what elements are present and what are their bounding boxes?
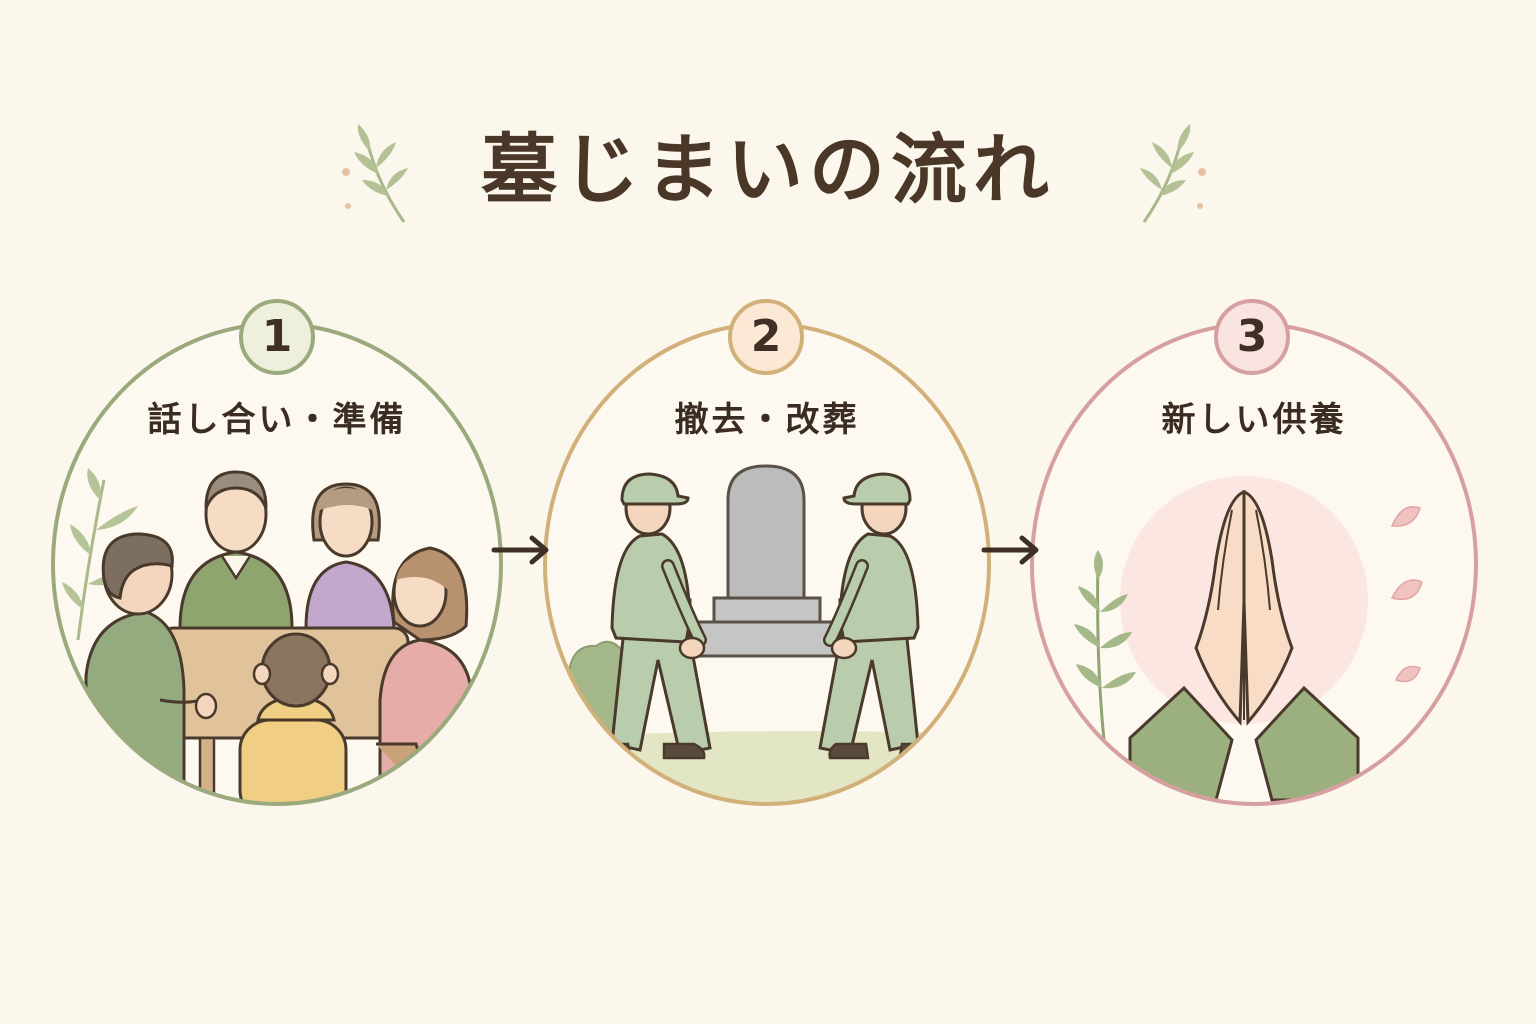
step-3-label: 新しい供養 [1161,400,1347,440]
title-row: 墓じまいの流れ [0,112,1536,232]
page-title: 墓じまいの流れ [481,125,1055,214]
step-2-illustration [543,322,991,806]
arrow-right-icon [491,535,549,565]
leaf-sprig-left-icon [342,124,408,223]
step-1-illustration [51,322,503,806]
arrow-right-icon [981,535,1039,565]
step-2-badge: 2 [728,299,804,375]
leaf-sprig-right-icon [1140,124,1206,223]
step-1-label: 話し合い・準備 [147,400,407,440]
grandfather-figure [178,470,294,630]
step-2-label: 撤去・改葬 [674,400,860,440]
step-1-badge: 1 [239,299,315,375]
step-3-illustration [1030,322,1478,806]
cherry-petals-icon [1390,506,1423,683]
worker-left-figure [598,472,712,760]
plant-left-icon [62,468,138,641]
child-figure [238,632,348,804]
step-3-badge: 3 [1214,299,1290,375]
plant-right-panel-icon [1074,550,1136,741]
ground [545,731,989,804]
grandmother-figure [304,482,396,630]
worker-right-figure [818,472,932,760]
gravestone-icon [696,464,838,658]
praying-hands-icon [1128,489,1360,802]
